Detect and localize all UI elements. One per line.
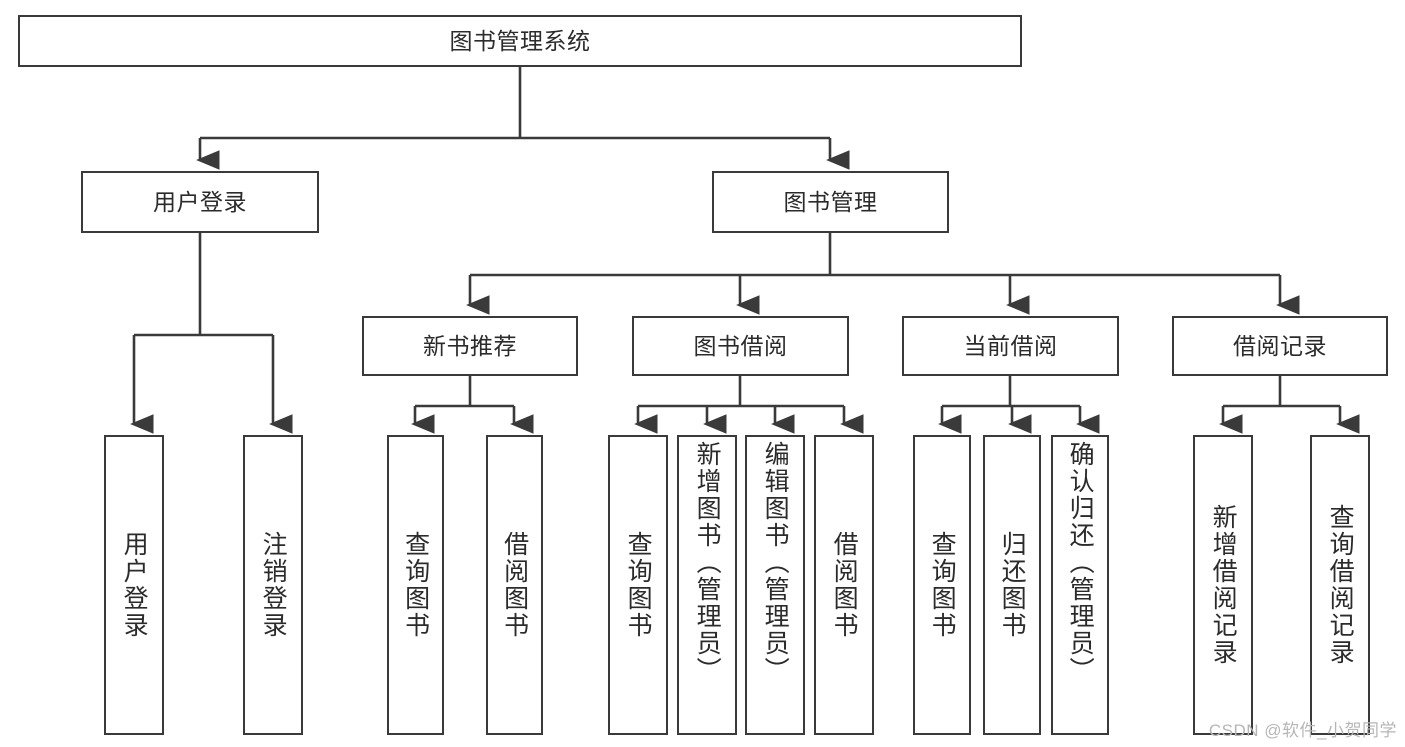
leaf-query-book-borrow-label: 查询图书 xyxy=(624,531,653,639)
leaf-query-book-current[interactable]: 查询图书 xyxy=(913,435,971,735)
leaf-borrow-book-label: 借阅图书 xyxy=(830,531,859,639)
leaf-query-book-recommend[interactable]: 查询图书 xyxy=(387,435,444,735)
node-user-login-label: 用户登录 xyxy=(153,188,247,215)
leaf-add-book-admin-label: 新增图书（管理员） xyxy=(693,441,722,684)
leaf-query-borrow-record-label: 查询借阅记录 xyxy=(1326,504,1355,666)
node-user-login[interactable]: 用户登录 xyxy=(81,171,319,233)
node-current-borrow-label: 当前借阅 xyxy=(963,332,1058,359)
leaf-logout-label: 注销登录 xyxy=(259,531,288,639)
leaf-borrow-book[interactable]: 借阅图书 xyxy=(814,435,874,735)
node-book-borrow-label: 图书借阅 xyxy=(693,332,788,359)
leaf-query-borrow-record[interactable]: 查询借阅记录 xyxy=(1310,435,1370,735)
leaf-logout[interactable]: 注销登录 xyxy=(243,435,303,735)
node-new-book-recommend-label: 新书推荐 xyxy=(423,332,517,359)
leaf-query-book-borrow[interactable]: 查询图书 xyxy=(608,435,668,735)
node-root[interactable]: 图书管理系统 xyxy=(18,15,1022,67)
node-book-management-label: 图书管理 xyxy=(783,188,878,215)
leaf-user-login-label: 用户登录 xyxy=(120,531,149,639)
leaf-query-book-recommend-label: 查询图书 xyxy=(401,531,430,639)
leaf-query-book-current-label: 查询图书 xyxy=(928,531,957,639)
leaf-confirm-return-admin-label: 确认归还（管理员） xyxy=(1066,441,1095,684)
leaf-edit-book-admin[interactable]: 编辑图书（管理员） xyxy=(745,435,805,735)
leaf-add-book-admin[interactable]: 新增图书（管理员） xyxy=(677,435,737,735)
csdn-watermark: CSDN @软件_小贺同学 xyxy=(1208,721,1397,740)
node-root-label: 图书管理系统 xyxy=(449,27,591,54)
leaf-add-borrow-record[interactable]: 新增借阅记录 xyxy=(1193,435,1253,735)
node-borrow-records-label: 借阅记录 xyxy=(1233,332,1327,359)
leaf-return-book[interactable]: 归还图书 xyxy=(983,435,1041,735)
node-current-borrow[interactable]: 当前借阅 xyxy=(902,316,1119,376)
node-book-management[interactable]: 图书管理 xyxy=(712,171,949,233)
leaf-confirm-return-admin[interactable]: 确认归还（管理员） xyxy=(1051,435,1109,735)
leaf-add-borrow-record-label: 新增借阅记录 xyxy=(1209,504,1238,666)
node-book-borrow[interactable]: 图书借阅 xyxy=(632,316,849,376)
leaf-borrow-book-recommend-label: 借阅图书 xyxy=(500,531,529,639)
leaf-user-login[interactable]: 用户登录 xyxy=(104,435,164,735)
node-new-book-recommend[interactable]: 新书推荐 xyxy=(362,316,578,376)
leaf-borrow-book-recommend[interactable]: 借阅图书 xyxy=(486,435,543,735)
node-borrow-records[interactable]: 借阅记录 xyxy=(1172,316,1388,376)
leaf-edit-book-admin-label: 编辑图书（管理员） xyxy=(761,441,790,684)
leaf-return-book-label: 归还图书 xyxy=(998,531,1027,639)
